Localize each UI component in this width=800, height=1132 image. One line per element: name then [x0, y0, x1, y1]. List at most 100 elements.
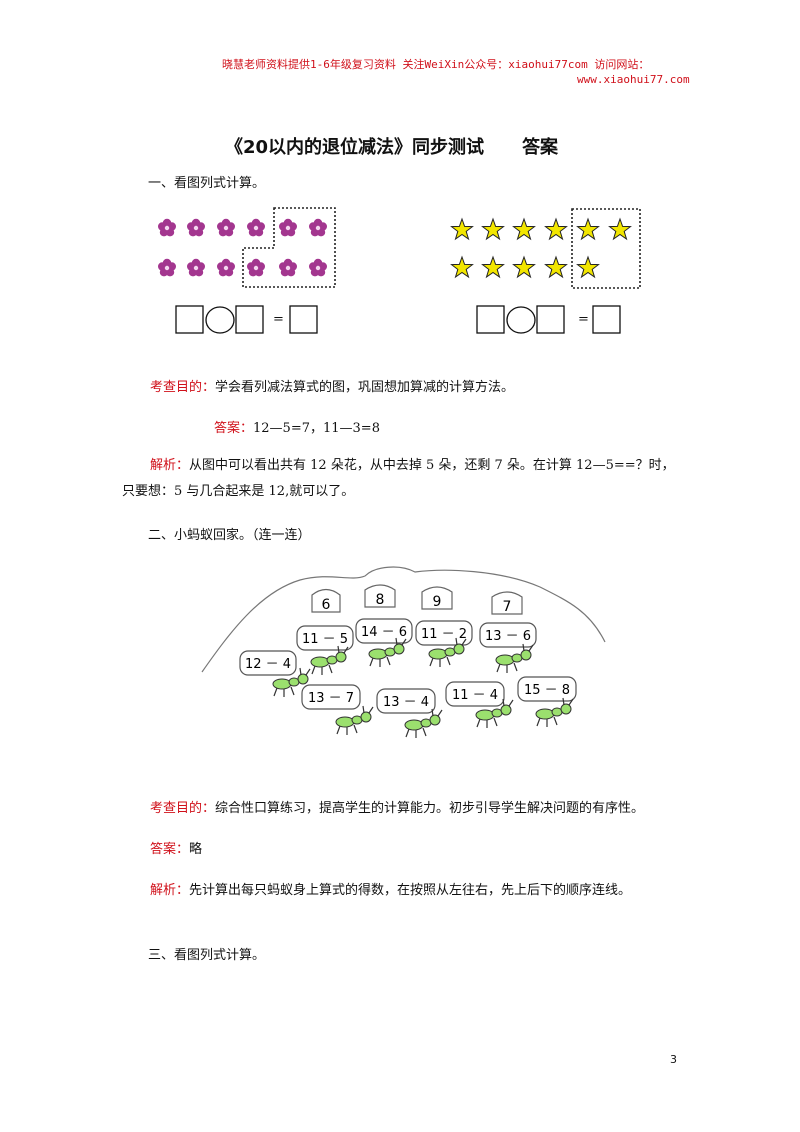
flower-icon [247, 258, 265, 277]
star-icon [545, 218, 567, 240]
page-title-main: 《20以内的退位减法》同步测试 [225, 137, 485, 158]
star-icon [545, 256, 567, 278]
ant-icon [310, 645, 349, 675]
house-7: 7 [491, 591, 523, 615]
ant-icon [335, 705, 374, 735]
section-2-heading: 二、小蚂蚁回家。（连一连） [148, 528, 311, 543]
star-icon [609, 218, 631, 240]
answer-box[interactable] [289, 305, 318, 334]
ant-icon [535, 697, 574, 727]
house-label: 7 [503, 599, 512, 615]
expression-text: 14 － 6 [361, 625, 407, 640]
ant-home-figure: 6 8 9 7 11 － 5 14 － 6 11 － 2 13 － 6 12 －… [201, 566, 606, 738]
answer-box[interactable] [476, 305, 505, 334]
q2-purpose: 考查目的：综合性口算练习，提高学生的计算能力。初步引导学生解决问题的有序性。 [150, 797, 644, 816]
star-circle-outline [571, 208, 641, 289]
answer-label: 答案： [150, 842, 190, 857]
operator-circle[interactable] [506, 306, 536, 334]
house-label: 8 [376, 592, 385, 608]
star-icon [451, 256, 473, 278]
q1-purpose: 考查目的：学会看列减法算式的图，巩固想加算减的计算方法。 [150, 376, 514, 395]
answer-box[interactable] [235, 305, 264, 334]
expression-card[interactable]: 12 － 4 [239, 650, 297, 676]
expression-card[interactable]: 14 － 6 [355, 618, 413, 644]
q2-answer: 答案：略 [150, 838, 202, 857]
purpose-text: 综合性口算练习，提高学生的计算能力。初步引导学生解决问题的有序性。 [215, 801, 645, 816]
house-label: 6 [322, 597, 331, 613]
equals-sign: = [578, 312, 589, 327]
expression-card[interactable]: 13 － 6 [479, 622, 537, 648]
answer-box[interactable] [175, 305, 204, 334]
flower-icon [217, 218, 235, 237]
answer-text: 略 [189, 842, 203, 857]
flower-icon [279, 258, 297, 277]
star-icon [482, 218, 504, 240]
figure-flowers-stars [158, 207, 641, 334]
ant-icon [428, 637, 467, 667]
flower-icon [279, 218, 297, 237]
answer-text: 12—5=7，11—3=8 [253, 421, 380, 436]
ant-icon [475, 698, 514, 728]
flower-group [158, 207, 336, 288]
section-1-heading: 一、看图列式计算。 [148, 176, 266, 191]
page-title: 《20以内的退位减法》同步测试 答案 [225, 133, 558, 159]
expression-text: 15 － 8 [524, 683, 570, 698]
expression-text: 11 － 4 [452, 688, 498, 703]
analysis-line-2: 只要想：5 与几合起来是 12,就可以了。 [122, 484, 355, 499]
expression-text: 13 － 6 [485, 629, 531, 644]
expression-text: 12 － 4 [245, 657, 291, 672]
equals-sign: = [273, 312, 284, 327]
expression-card[interactable]: 15 － 8 [517, 676, 577, 702]
star-icon [513, 218, 535, 240]
star-icon [513, 256, 535, 278]
expression-card[interactable]: 11 － 5 [296, 625, 354, 651]
header-line-1: 晓慧老师资料提供1-6年级复习资料 关注WeiXin公众号：xiaohui77c… [222, 58, 650, 71]
house-6: 6 [311, 588, 341, 613]
expression-card[interactable]: 13 － 7 [301, 684, 361, 710]
purpose-label: 考查目的： [150, 380, 216, 395]
flower-icon [187, 258, 205, 277]
expression-card[interactable]: 11 － 4 [445, 681, 505, 707]
answer-box[interactable] [592, 305, 621, 334]
expression-text: 13 － 7 [308, 691, 354, 706]
star-icon [577, 218, 599, 240]
purpose-text: 学会看列减法算式的图，巩固想加算减的计算方法。 [215, 380, 515, 395]
house-9: 9 [421, 586, 453, 610]
flower-icon [247, 218, 265, 237]
star-group [451, 208, 641, 289]
expression-text: 11 － 2 [421, 627, 467, 642]
flower-icon [158, 218, 176, 237]
ant-icon [272, 667, 311, 697]
hill-outline [201, 566, 606, 673]
house-8: 8 [364, 584, 396, 608]
expression-text: 13 － 4 [383, 695, 429, 710]
q2-analysis: 解析：先计算出每只蚂蚁身上算式的得数，在按照从左往右，先上后下的顺序连线。 [150, 879, 631, 898]
star-icon [482, 256, 504, 278]
purpose-label: 考查目的： [150, 801, 216, 816]
expression-text: 11 － 5 [302, 632, 348, 647]
expression-card[interactable]: 11 － 2 [415, 620, 473, 646]
analysis-text: 先计算出每只蚂蚁身上算式的得数，在按照从左往右，先上后下的顺序连线。 [189, 883, 632, 898]
flower-circle-outline [242, 207, 336, 288]
answer-label: 答案： [214, 421, 254, 436]
ant-icon [495, 643, 534, 673]
q1-analysis: 解析：从图中可以看出共有 12 朵花，从中去掉 5 朵，还剩 7 朵。在计算 1… [150, 453, 675, 479]
house-label: 9 [433, 594, 442, 610]
expression-card[interactable]: 13 － 4 [376, 688, 436, 714]
page-number: 3 [670, 1053, 677, 1066]
flower-icon [309, 218, 327, 237]
analysis-line-1: 从图中可以看出共有 12 朵花，从中去掉 5 朵，还剩 7 朵。在计算 12—5… [189, 458, 675, 473]
analysis-label: 解析： [150, 458, 190, 473]
analysis-label: 解析： [150, 883, 190, 898]
flower-icon [158, 258, 176, 277]
flower-icon [217, 258, 235, 277]
star-icon [577, 256, 599, 278]
page-title-suffix: 答案 [522, 137, 559, 158]
answer-box[interactable] [536, 305, 565, 334]
operator-circle[interactable] [205, 306, 235, 334]
ant-icon [368, 637, 407, 667]
ant-icon [404, 708, 443, 738]
q1-answer: 答案：12—5=7，11—3=8 [214, 417, 380, 436]
section-3-heading: 三、看图列式计算。 [148, 948, 266, 963]
header-line-2[interactable]: www.xiaohui77.com [577, 73, 690, 86]
